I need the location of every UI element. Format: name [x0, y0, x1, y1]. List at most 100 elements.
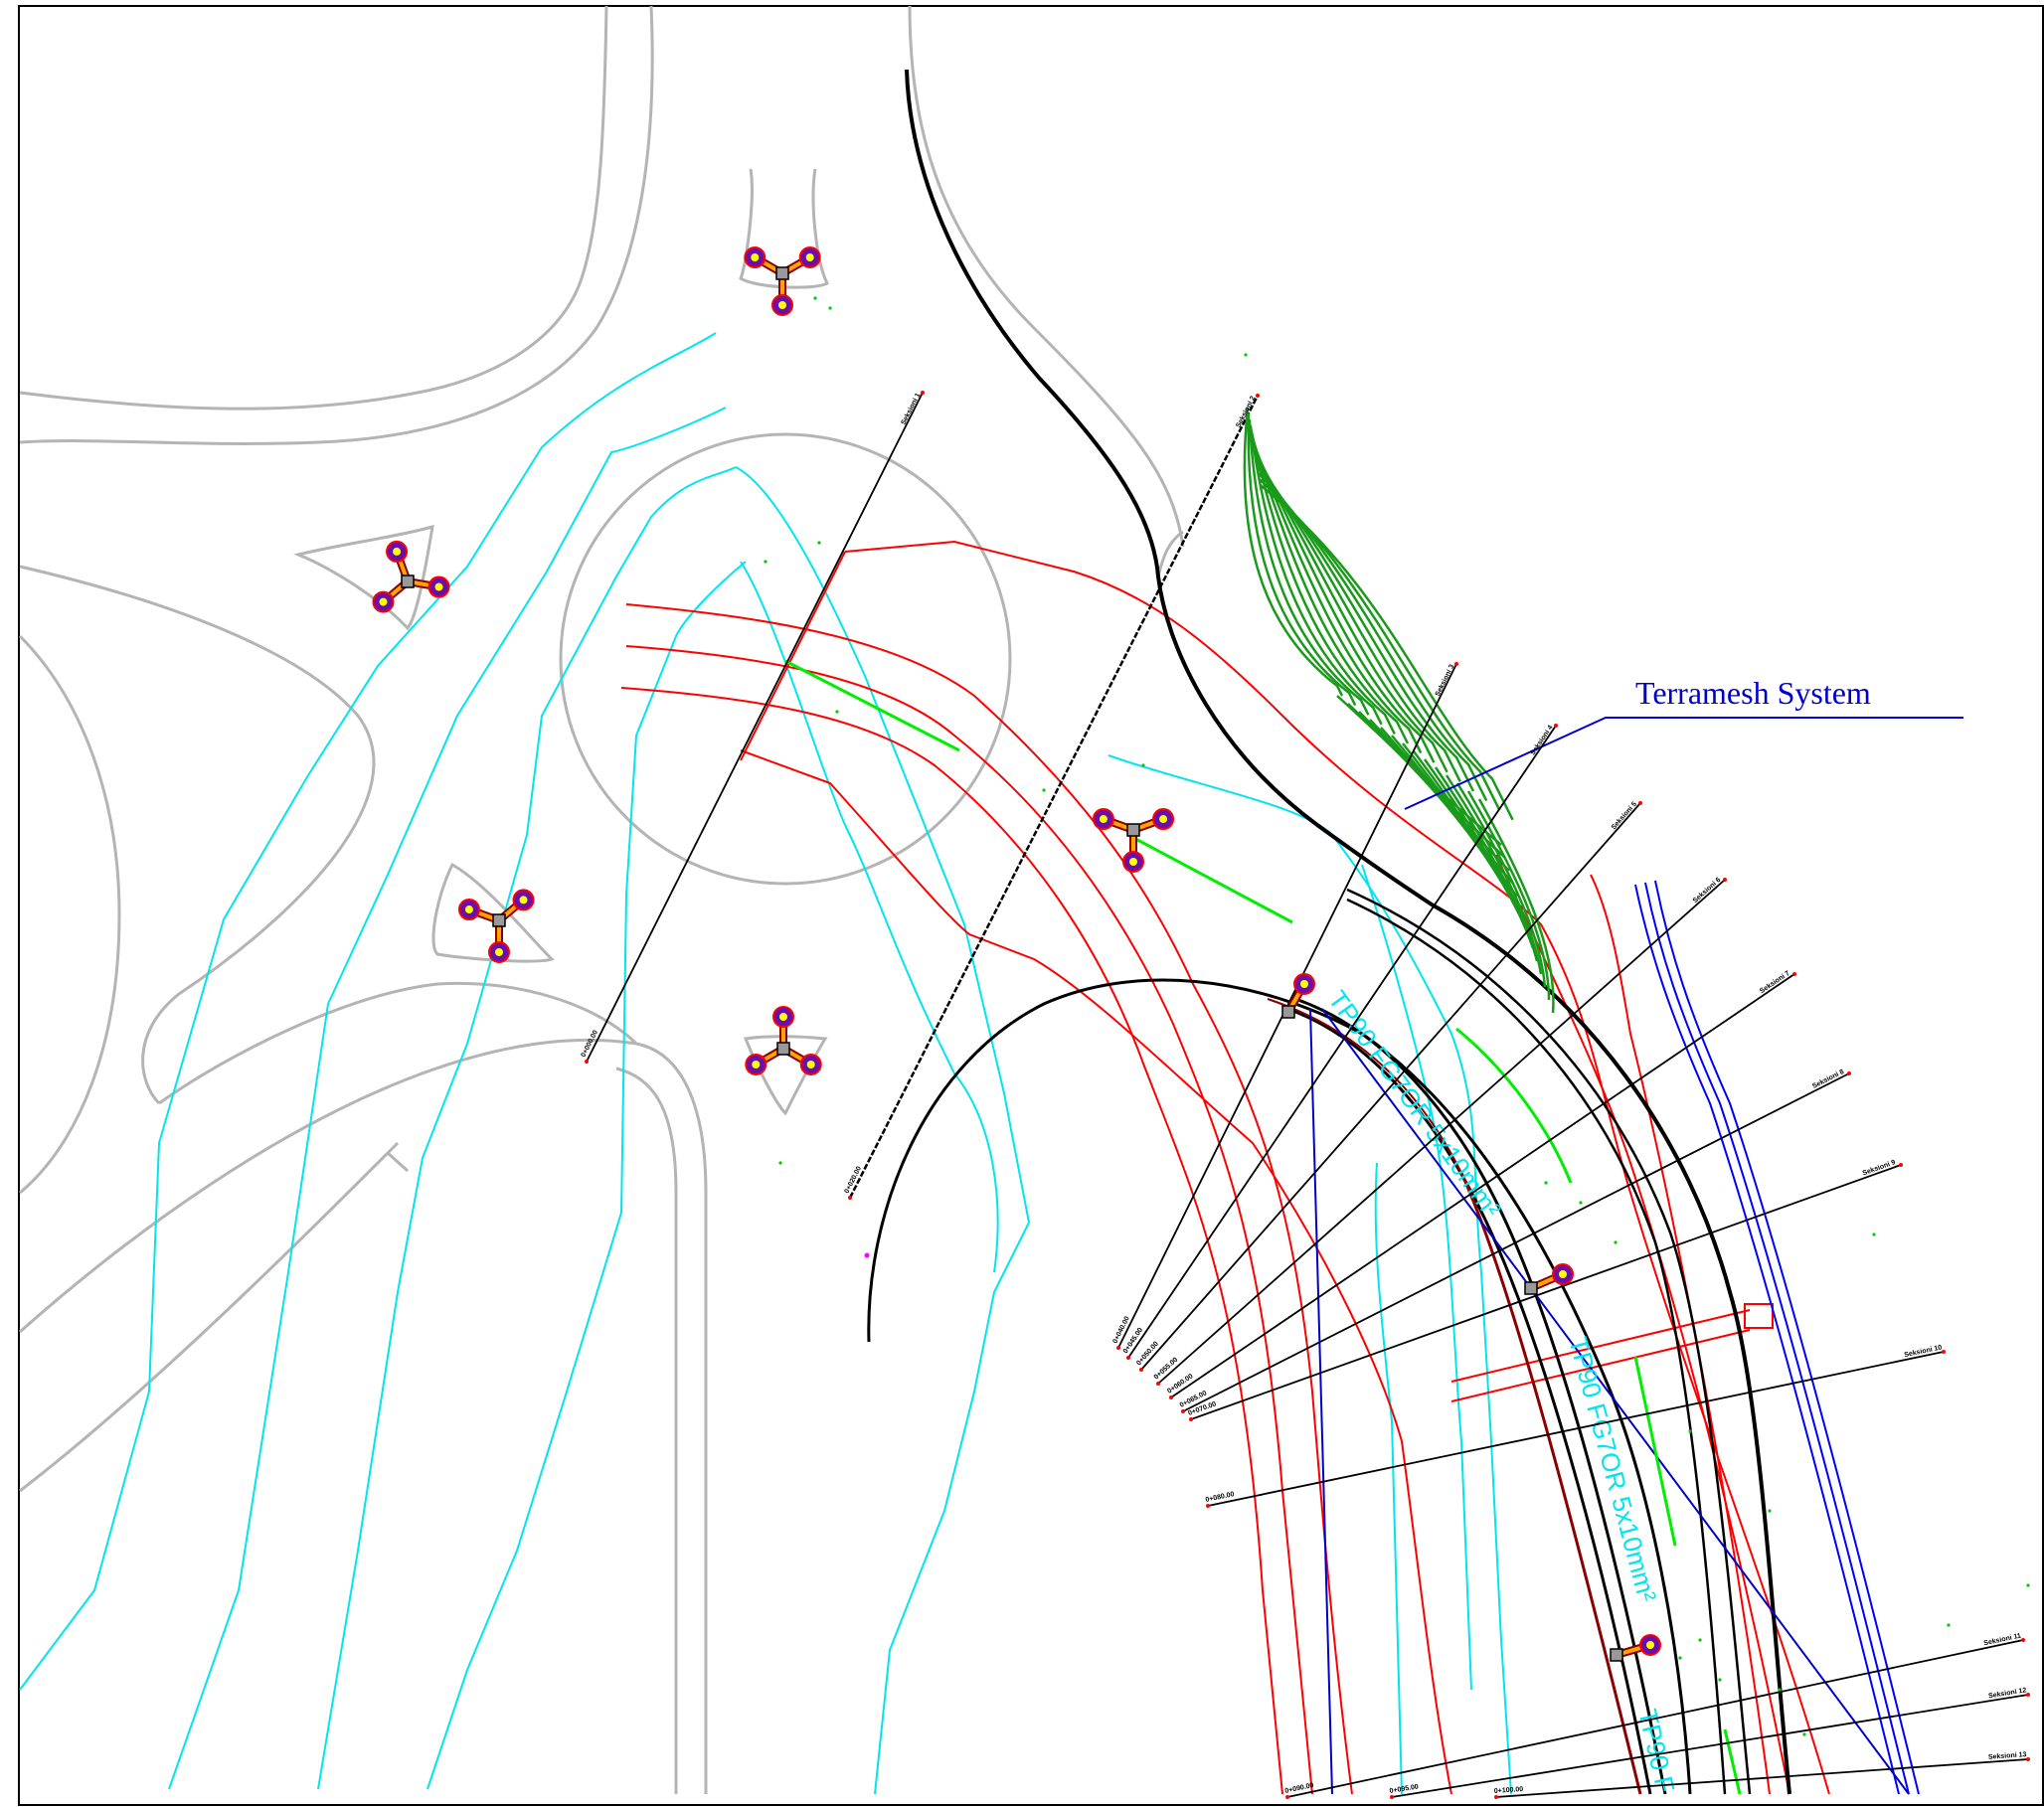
- light-pole-base: [1126, 823, 1140, 837]
- section-name: Seksioni 6: [1692, 877, 1723, 904]
- section-end-marker: [1638, 801, 1642, 805]
- light-bulb: [1129, 858, 1137, 866]
- cable-label-2: TP90 FG7OR 5x10mm²: [1563, 1334, 1662, 1605]
- light-bulb: [778, 301, 786, 309]
- survey-point: [1872, 1232, 1876, 1236]
- light-bulb: [805, 253, 814, 261]
- terramesh-layer: [1445, 774, 1543, 975]
- light-bulb: [779, 1013, 787, 1021]
- light-bulb: [1159, 815, 1168, 824]
- road-edges: [18, 5, 1185, 1794]
- terramesh-callout: Terramesh System: [1404, 675, 1963, 810]
- terramesh-layer: [1252, 442, 1423, 754]
- section-line: [1286, 1639, 2024, 1798]
- drainage-lines: [1309, 880, 1920, 1795]
- section-line: [1127, 725, 1557, 1359]
- light-pole-base: [775, 266, 789, 280]
- street-light-icon: [744, 246, 821, 316]
- terramesh-layer: [1477, 798, 1555, 1014]
- section-end-marker: [1899, 1163, 1903, 1167]
- survey-point: [1698, 1638, 1702, 1642]
- section-chainage: 0+095.00: [1389, 1783, 1419, 1795]
- boundary-lines: [620, 540, 1830, 1795]
- section-end-marker: [1847, 1071, 1851, 1075]
- terramesh-layer: [1434, 766, 1539, 962]
- terramesh-layer: [1248, 418, 1370, 716]
- survey-point: [1244, 353, 1248, 357]
- light-bulb: [1646, 1641, 1654, 1649]
- light-bulb: [1099, 815, 1107, 824]
- section-line: [1391, 1694, 2029, 1798]
- survey-point: [1678, 1656, 1682, 1660]
- section-name: Seksioni 7: [1759, 970, 1791, 995]
- light-bulb: [393, 547, 402, 556]
- contour-lines: [19, 332, 1512, 1795]
- section-start-marker: [1126, 1356, 1130, 1360]
- light-bulb: [464, 905, 473, 914]
- survey-point: [1688, 1429, 1692, 1433]
- survey-point: [828, 306, 832, 310]
- section-end-marker: [1256, 394, 1260, 398]
- survey-point: [1579, 1201, 1583, 1205]
- section-chainage: 0+100.00: [1494, 1786, 1524, 1795]
- light-bulb: [379, 597, 388, 606]
- section-start-marker: [1139, 1368, 1143, 1372]
- roadway-alignment: [867, 69, 1791, 1795]
- street-light-icon: [745, 1006, 822, 1075]
- section-13: Seksioni 13 0+100.00: [1494, 1751, 2030, 1799]
- light-bulb: [519, 896, 528, 904]
- section-name: Seksioni 13: [1988, 1751, 2027, 1761]
- section-end-marker: [1942, 1350, 1946, 1354]
- section-name: Seksioni 1: [901, 392, 923, 425]
- section-line: [1157, 879, 1726, 1385]
- section-start-marker: [1390, 1795, 1394, 1799]
- survey-point: [1778, 1688, 1782, 1692]
- section-start-marker: [1206, 1504, 1210, 1508]
- survey-point: [1718, 1678, 1722, 1682]
- section-start-marker: [1285, 1795, 1289, 1799]
- section-end-marker: [921, 391, 925, 395]
- section-line: [1182, 1072, 1850, 1412]
- survey-point: [1042, 788, 1046, 792]
- callout-leader-line: [1404, 717, 1963, 810]
- section-name: Seksioni 5: [1611, 801, 1638, 832]
- survey-point: [1614, 1240, 1618, 1244]
- light-pole-base: [401, 575, 415, 588]
- survey-point: [835, 710, 839, 714]
- light-bulb: [806, 1061, 815, 1068]
- section-end-marker: [2021, 1638, 2025, 1642]
- survey-point: [1141, 763, 1145, 767]
- section-line: [1190, 1164, 1902, 1420]
- light-bulb: [752, 1061, 761, 1068]
- light-bulb: [1559, 1270, 1567, 1278]
- terramesh-layer: [1369, 719, 1514, 885]
- callout-label: Terramesh System: [1635, 675, 1871, 711]
- terramesh-layer: [1243, 407, 1344, 697]
- survey-point: [764, 560, 767, 564]
- street-light-icon: [457, 889, 535, 963]
- street-light-icon: [1524, 1263, 1574, 1295]
- survey-point: [1768, 1509, 1772, 1513]
- street-light-icon: [1281, 973, 1315, 1019]
- light-bulb: [751, 253, 760, 261]
- section-start-marker: [1189, 1417, 1193, 1421]
- section-line: [1140, 802, 1641, 1371]
- terramesh-layer: [1259, 484, 1514, 821]
- section-line: [1495, 1758, 2029, 1798]
- survey-point: [813, 296, 817, 300]
- street-light-icon: [1092, 808, 1175, 873]
- light-bulb: [495, 948, 503, 956]
- light-pole-base: [776, 1042, 790, 1056]
- section-start-marker: [1169, 1396, 1173, 1399]
- survey-point: [2026, 1583, 2030, 1587]
- section-end-marker: [1723, 878, 1727, 882]
- green-highlight-lines: [784, 659, 1742, 1795]
- survey-point: [1544, 1181, 1548, 1185]
- section-name: Seksioni 8: [1811, 1068, 1845, 1090]
- terramesh-layer: [1455, 782, 1547, 988]
- section-4: Seksioni 40+045.00: [1122, 724, 1558, 1360]
- section-end-marker: [1554, 724, 1558, 728]
- light-pole-base: [1524, 1281, 1538, 1295]
- section-end-marker: [1454, 662, 1458, 666]
